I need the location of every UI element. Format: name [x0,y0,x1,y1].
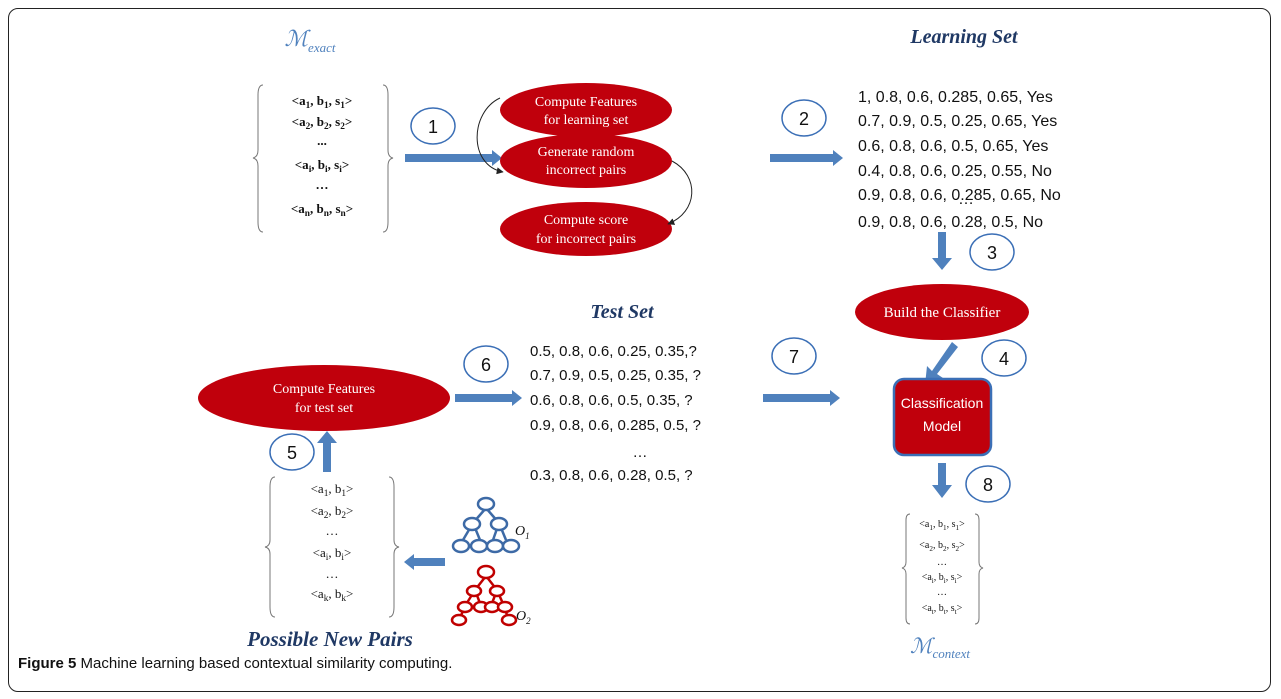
possible-pairs-title: Possible New Pairs [246,627,413,651]
test-set-row: … [633,444,648,461]
m-exact-label: ℳexact [285,26,336,55]
m-context-row: <a1​, b1​, s1​> [919,519,965,532]
m-context-row: … [937,587,947,598]
svg-text:Model: Model [923,418,961,434]
ontology-o2-label: O2 [516,609,531,626]
learning-set-row: 0.9, 0.8, 0.6, 0.285, 0.65, No [858,187,1061,204]
possible-pair-row: … [326,566,339,581]
svg-text:for learning set: for learning set [544,113,629,128]
m-exact-row: ... [317,133,327,148]
test-set-rows: 0.5, 0.8, 0.6, 0.25, 0.35,? 0.7, 0.9, 0.5… [530,343,701,484]
test-set-row: 0.7, 0.9, 0.5, 0.25, 0.35, ? [530,367,701,384]
step-8-circle: 8 [965,465,1011,503]
svg-text:Generate random: Generate random [538,145,635,160]
m-exact-row: <a2​, b2​, s2​> [292,114,353,132]
possible-pair-row: <a2​, b2​> [311,503,354,521]
arrow-step-8 [932,463,952,498]
step-6-circle: 6 [463,345,509,383]
possible-pair-row: <ai​, bi​> [313,545,352,563]
arrow-step-7 [763,390,840,406]
test-set-title: Test Set [590,301,655,323]
figure-caption: Figure 5 Machine learning based contextu… [18,655,452,672]
svg-text:4: 4 [999,349,1009,369]
svg-text:1: 1 [428,117,438,137]
caption-text: Machine learning based contextual simila… [76,655,453,672]
learning-set-row: … [958,191,974,208]
figure-frame [8,8,1271,692]
learning-set-row: 0.7, 0.9, 0.5, 0.25, 0.65, Yes [858,113,1057,130]
svg-text:for incorrect pairs: for incorrect pairs [536,232,636,247]
m-exact-row: … [316,177,329,192]
m-exact-set: <a1​, b1​, s1​> <a2​, b2​, s2​>... <ai​, b… [252,84,394,233]
step-1-circle: 1 [410,107,456,145]
caption-label: Figure 5 [18,655,77,672]
classification-model-box: Classification Model [892,377,993,457]
svg-text:Classification: Classification [901,395,983,411]
svg-text:7: 7 [789,347,799,367]
ellipse-compute-features-test: Compute Features for test set [198,365,450,431]
m-context-row: <ai​, bi​, si​> [922,572,963,585]
arrow-step-2 [770,150,843,166]
m-exact-row: <a1​, b1​, s1​> [292,93,353,111]
m-context-label: ℳcontext [910,634,970,661]
svg-text:6: 6 [481,355,491,375]
svg-text:Compute Features: Compute Features [273,382,375,397]
svg-text:for test set: for test set [295,401,353,416]
ontology-o1-icon [451,496,521,554]
ellipse-compute-features-learning: Compute Features for learning set [500,83,672,137]
ellipse-generate-random-pairs: Generate random incorrect pairs [500,134,672,188]
learning-set-row: 0.4, 0.8, 0.6, 0.25, 0.55, No [858,163,1052,180]
arrow-step-1 [405,150,502,166]
svg-text:2: 2 [799,109,809,129]
svg-text:5: 5 [287,443,297,463]
m-context-row: <a2​, b2​, s2​> [919,540,965,553]
svg-text:8: 8 [983,475,993,495]
arrow-step-6 [455,390,522,406]
m-context-set: <a1​, b1​, s1​> <a2​, b2​, s2​> … <ai​, bi​… [901,513,984,625]
possible-pair-row: … [326,523,339,538]
ontology-o1-label: O1 [515,524,530,541]
svg-text:Build the Classifier: Build the Classifier [884,305,1001,321]
learning-set-rows: 1, 0.8, 0.6, 0.285, 0.65, Yes 0.7, 0.9, 0… [858,89,1061,231]
step-7-circle: 7 [771,337,817,375]
arrow-step-5 [317,431,337,472]
test-set-row: 0.9, 0.8, 0.6, 0.285, 0.5, ? [530,417,701,434]
learning-set-row: 0.9, 0.8, 0.6, 0.28, 0.5, No [858,214,1043,231]
ellipse-build-classifier: Build the Classifier [855,284,1029,340]
step-4-circle: 4 [981,339,1027,377]
m-context-row: … [937,557,947,568]
m-context-row: <at​, bt​, st​> [922,603,963,616]
step-3-circle: 3 [969,233,1015,271]
learning-set-title: Learning Set [909,26,1019,48]
m-exact-row: <an​, bn​, sn​> [291,201,353,219]
possible-pair-row: <ak​, bk​> [311,586,354,604]
arrow-step-4 [925,342,958,385]
step-5-circle: 5 [269,433,315,471]
possible-pairs-set: <a1​, b1​> <a2​, b2​> … <ai​, bi​> … <ak​, bk… [264,476,400,618]
test-set-row: 0.3, 0.8, 0.6, 0.28, 0.5, ? [530,467,693,484]
connector-e2-e3 [667,160,693,225]
arrow-ontologies-to-pairs [404,554,445,570]
possible-pair-row: <a1​, b1​> [311,481,354,499]
test-set-row: 0.5, 0.8, 0.6, 0.25, 0.35,? [530,343,697,360]
learning-set-row: 1, 0.8, 0.6, 0.285, 0.65, Yes [858,89,1053,106]
svg-text:3: 3 [987,243,997,263]
connector-e1-e2 [476,97,504,175]
learning-set-row: 0.6, 0.8, 0.6, 0.5, 0.65, Yes [858,138,1048,155]
svg-text:Compute Features: Compute Features [535,95,637,110]
m-exact-row: <ai​, bi​, si​> [295,157,349,175]
ontology-o2-icon [450,564,518,627]
step-2-circle: 2 [781,99,827,137]
svg-text:incorrect pairs: incorrect pairs [546,163,626,178]
ellipse-compute-score: Compute score for incorrect pairs [500,202,672,256]
arrow-step-3 [932,232,952,270]
test-set-row: 0.6, 0.8, 0.6, 0.5, 0.35, ? [530,392,693,409]
svg-text:Compute score: Compute score [544,213,628,228]
